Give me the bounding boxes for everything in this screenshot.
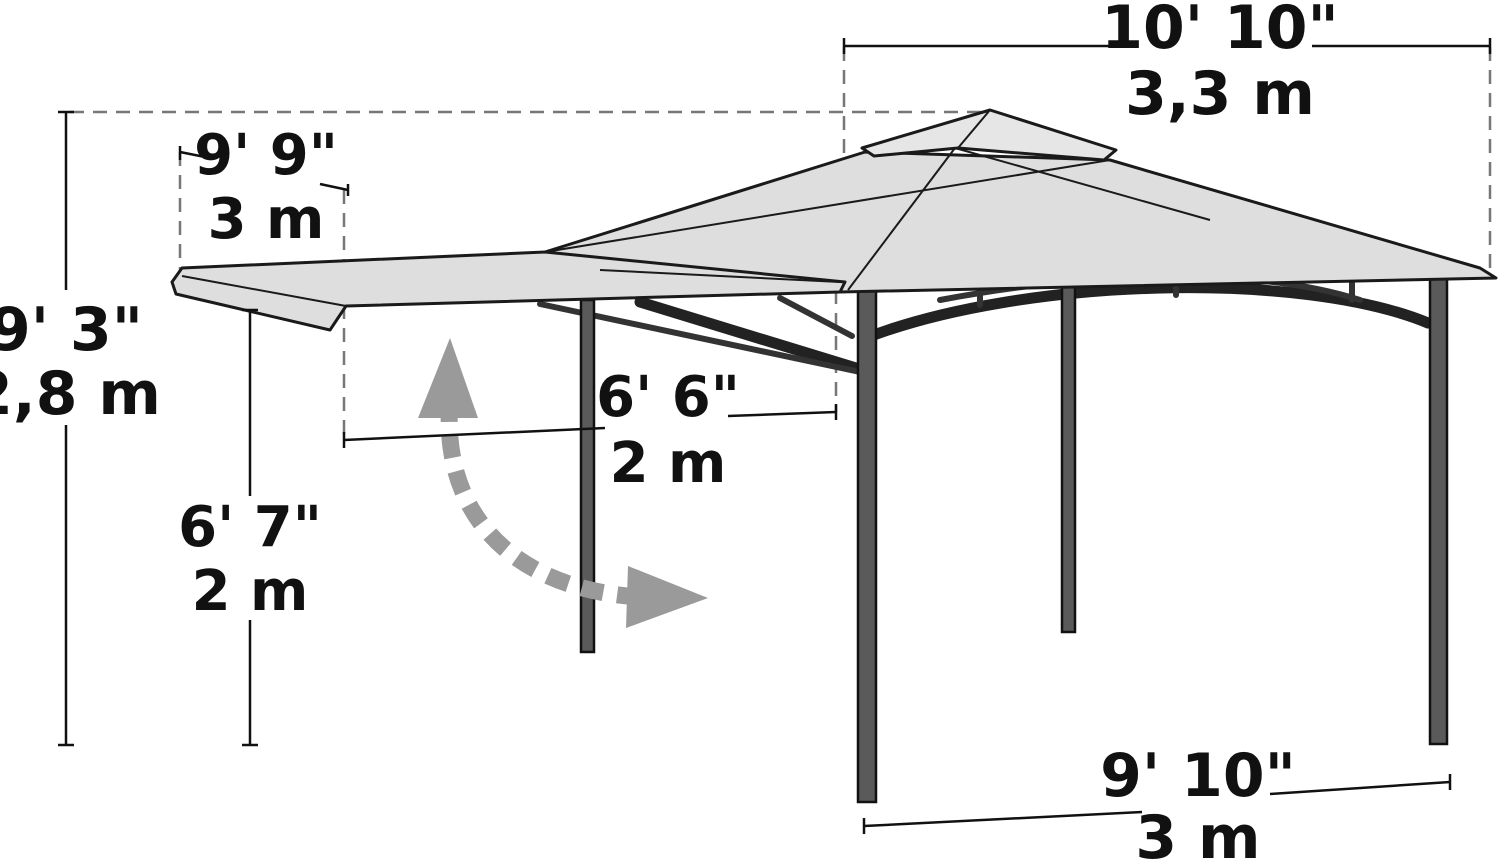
awning-depth-imperial: 6' 6": [596, 365, 740, 430]
total-height-imperial: 9' 3": [0, 295, 143, 365]
base-width-metric: 3 m: [1135, 803, 1260, 864]
gazebo-top-vent: [860, 108, 1118, 162]
top-width-imperial: 10' 10": [1101, 0, 1339, 63]
awning-depth-metric: 2 m: [610, 431, 727, 496]
dimension-labels: 10' 10" 3,3 m 9' 3" 2,8 m 9' 9" 3 m 6' 6…: [0, 0, 1339, 864]
dimension-lines: [58, 38, 1492, 834]
arrow-head-right: [626, 566, 708, 628]
gazebo-legs: [579, 272, 1449, 804]
total-height-metric: 2,8 m: [0, 359, 161, 429]
awning-height-imperial: 6' 7": [178, 495, 322, 560]
leg-front-left: [856, 284, 878, 804]
awning-width-metric: 3 m: [208, 187, 325, 252]
base-width-imperial: 9' 10": [1100, 741, 1296, 811]
awning-width-imperial: 9' 9": [194, 123, 338, 188]
top-width-metric: 3,3 m: [1125, 59, 1315, 129]
leg-back-middle: [1060, 280, 1077, 634]
arrow-head-up: [418, 338, 478, 418]
awning-swing-arrow: [418, 338, 708, 628]
leg-front-right: [1428, 272, 1449, 746]
awning-height-metric: 2 m: [192, 559, 309, 624]
leg-awning: [579, 298, 596, 654]
gazebo-awning: [170, 250, 847, 332]
